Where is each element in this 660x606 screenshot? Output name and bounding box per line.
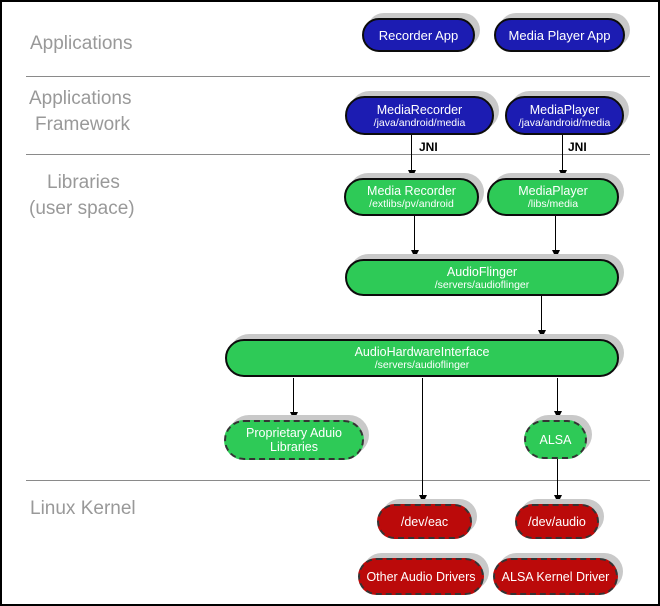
node-title: ALSA	[539, 432, 572, 447]
section-label-linux-kernel: Linux Kernel	[30, 498, 136, 519]
node-title: MediaPlayer	[529, 102, 600, 117]
node-title: Recorder App	[378, 27, 459, 43]
node-title: Proprietary Aduio Libraries	[246, 426, 342, 454]
jni-label-left: JNI	[419, 140, 438, 154]
arrow-mediaplayer-jni	[558, 135, 567, 178]
separator-applications-framework	[26, 76, 650, 77]
arrow-mediaplayer-to-audioflinger	[551, 216, 560, 258]
node-media-player-app: Media Player App	[494, 18, 625, 52]
node-title: Media Recorder	[367, 184, 456, 198]
section-label-framework-line1: Applications	[29, 88, 132, 109]
node-mediarecorder-java: MediaRecorder /java/android/media	[345, 96, 494, 135]
section-label-framework-line2: Framework	[35, 114, 131, 135]
arrow-media-recorder-to-audioflinger	[410, 216, 419, 258]
node-title: MediaRecorder	[376, 102, 463, 117]
node-proprietary-audio-libraries: Proprietary Aduio Libraries	[224, 420, 364, 460]
arrow-ahi-to-proprietary-libs	[289, 378, 298, 420]
section-label-applications: Applications	[30, 33, 133, 54]
section-label-libraries-line1: Libraries	[47, 172, 120, 193]
arrow-mediarecorder-jni	[407, 135, 416, 178]
node-dev-audio: /dev/audio	[515, 504, 599, 539]
arrow-alsa-to-dev-audio	[553, 459, 562, 503]
node-title: ALSA Kernel Driver	[501, 569, 610, 584]
node-title: /dev/eac	[400, 514, 449, 529]
node-media-recorder-native: Media Recorder /extlibs/pv/android	[344, 178, 479, 216]
arrow-ahi-to-dev-eac	[418, 378, 427, 503]
node-alsa-kernel-driver: ALSA Kernel Driver	[493, 558, 618, 595]
node-dev-eac: /dev/eac	[377, 504, 472, 539]
node-subtitle: /servers/audioflinger	[374, 359, 470, 371]
node-title: /dev/audio	[528, 514, 586, 529]
node-audioflinger: AudioFlinger /servers/audioflinger	[345, 259, 619, 296]
node-mediaplayer-native: MediaPlayer /libs/media	[487, 178, 619, 216]
node-recorder-app: Recorder App	[362, 18, 475, 52]
arrow-audioflinger-to-ahi	[537, 296, 546, 338]
node-audiohardwareinterface: AudioHardwareInterface /servers/audiofli…	[225, 339, 619, 377]
node-subtitle: /java/android/media	[373, 116, 466, 129]
node-title: Other Audio Drivers	[366, 569, 476, 584]
section-label-libraries-line2: (user space)	[29, 198, 135, 219]
node-title: Media Player App	[508, 27, 611, 43]
node-subtitle: /extlibs/pv/android	[369, 198, 454, 210]
node-title: AudioHardwareInterface	[354, 345, 490, 359]
node-other-audio-drivers: Other Audio Drivers	[358, 558, 484, 595]
node-title: MediaPlayer	[518, 184, 588, 198]
node-title: AudioFlinger	[446, 264, 518, 279]
node-alsa: ALSA	[524, 420, 587, 459]
jni-label-right: JNI	[568, 140, 587, 154]
node-mediaplayer-java: MediaPlayer /java/android/media	[505, 96, 624, 135]
separator-libraries-kernel	[26, 480, 650, 481]
arrow-ahi-to-alsa	[553, 378, 562, 419]
node-subtitle: /libs/media	[527, 198, 579, 210]
node-subtitle: /servers/audioflinger	[434, 278, 530, 291]
node-subtitle: /java/android/media	[518, 116, 611, 129]
separator-framework-libraries	[26, 154, 650, 155]
